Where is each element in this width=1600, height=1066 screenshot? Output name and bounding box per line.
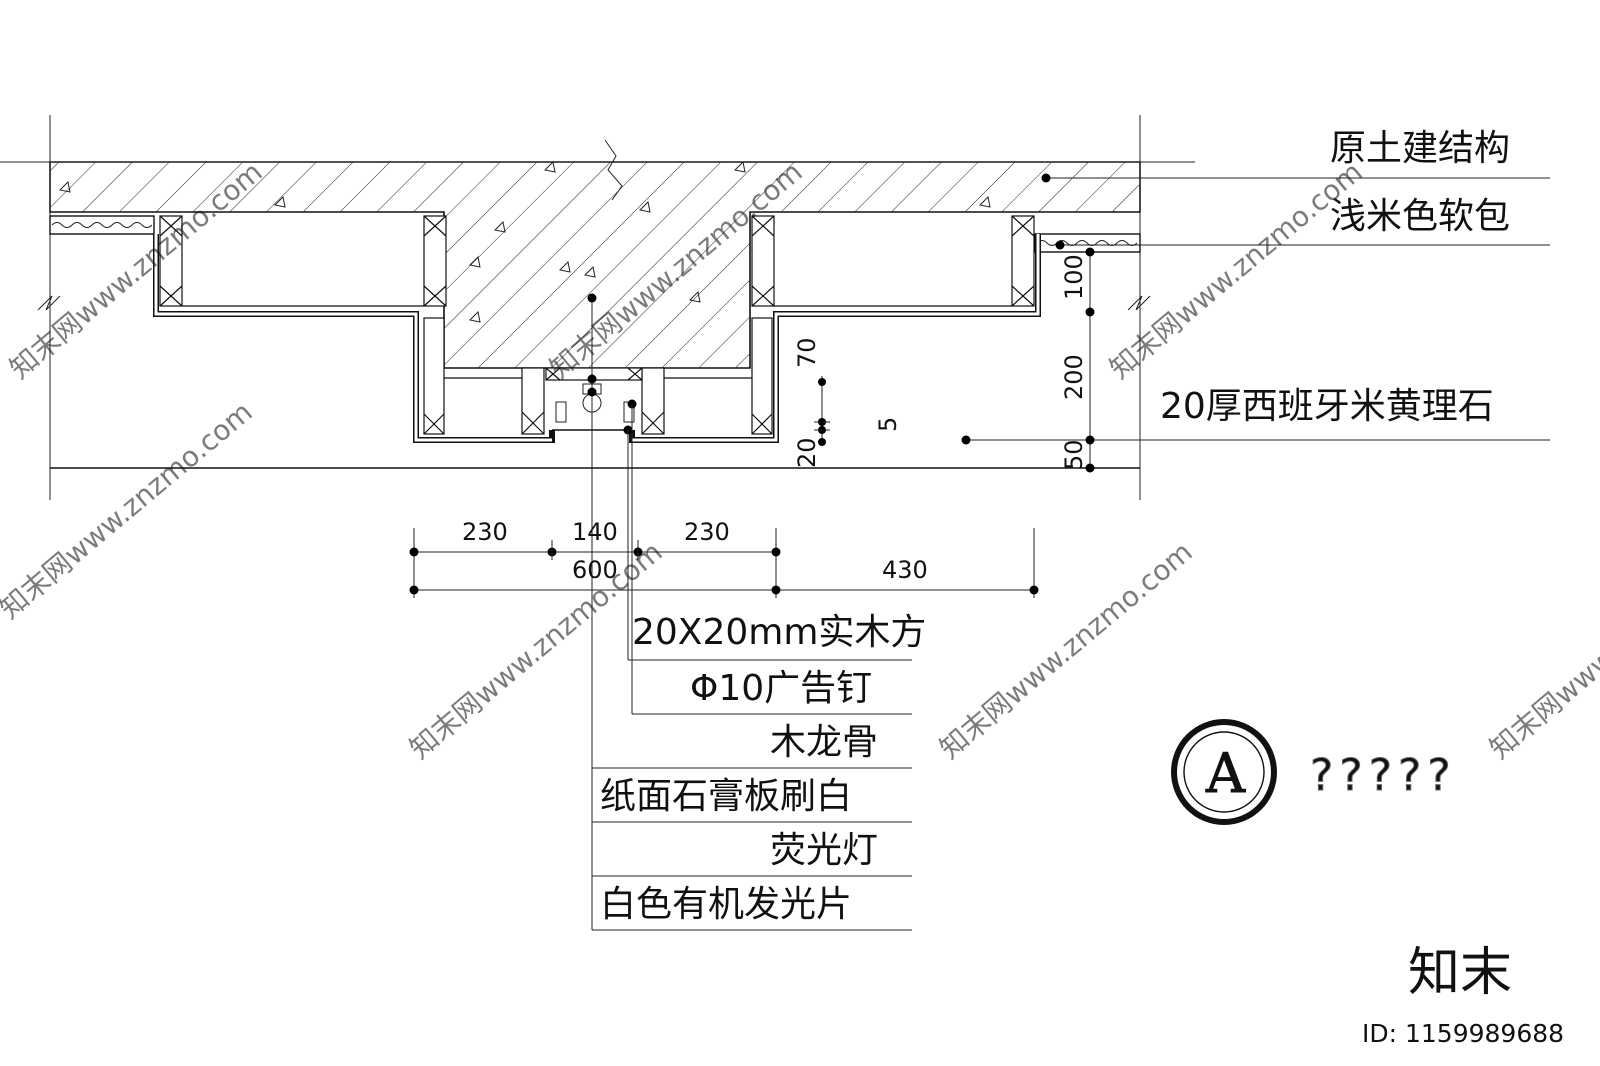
- dim-50: 50: [1060, 439, 1088, 470]
- break-symbol-top: [604, 139, 623, 201]
- soft-pack-left: [49, 215, 155, 235]
- label-fluorescent: 荧光灯: [770, 830, 878, 871]
- watermark-id: ID: 1159989688: [1362, 1019, 1564, 1048]
- dim-230-left: 230: [462, 518, 508, 546]
- label-marble: 20厚西班牙米黄理石: [1160, 386, 1494, 427]
- dim-600: 600: [572, 556, 618, 584]
- break-symbol-right: [1127, 295, 1151, 311]
- dim-100: 100: [1060, 254, 1088, 300]
- vertical-dimensions-right: [1085, 247, 1095, 473]
- dim-5: 5: [874, 417, 902, 432]
- watermark-brand: 知末: [1408, 943, 1512, 1003]
- label-structure: 原土建结构: [1330, 128, 1510, 169]
- wood-keels: [159, 215, 1035, 435]
- label-wood-square: 20X20mm实木方: [632, 612, 926, 653]
- label-gypsum-board: 纸面石膏板刷白: [600, 776, 852, 817]
- svg-text:知末网www.znzmo.com: 知末网www.znzmo.com: [403, 535, 668, 765]
- svg-text:知末网www.znzmo.com: 知末网www.znzmo.com: [933, 535, 1198, 765]
- svg-text:知末网www.znzmo.com: 知末网www.znzmo.com: [0, 395, 259, 625]
- leaders: [587, 173, 1550, 931]
- vertical-dimensions-center: [814, 376, 830, 446]
- break-symbol-left: [37, 295, 61, 311]
- horizontal-dimensions: [409, 528, 1039, 598]
- dim-230-right: 230: [684, 518, 730, 546]
- label-acrylic: 白色有机发光片: [600, 884, 852, 925]
- label-wood-keel: 木龙骨: [770, 722, 878, 763]
- svg-text:知末网www.znzmo.com: 知末网www.znzmo.com: [1483, 535, 1600, 765]
- dim-430: 430: [882, 556, 928, 584]
- section-marker: A: [1171, 719, 1277, 825]
- dim-200: 200: [1060, 354, 1088, 400]
- section-letter: A: [1205, 742, 1246, 805]
- dim-140: 140: [572, 518, 618, 546]
- label-ad-nail: Φ10广告钉: [690, 668, 872, 709]
- dim-20: 20: [793, 437, 821, 468]
- label-soft-pack: 浅米色软包: [1330, 196, 1510, 237]
- section-title: ?????: [1310, 750, 1457, 801]
- svg-text:知末网www.znzmo.com: 知末网www.znzmo.com: [1103, 155, 1368, 385]
- dim-70: 70: [793, 337, 821, 368]
- aggregate-marks: [58, 160, 991, 323]
